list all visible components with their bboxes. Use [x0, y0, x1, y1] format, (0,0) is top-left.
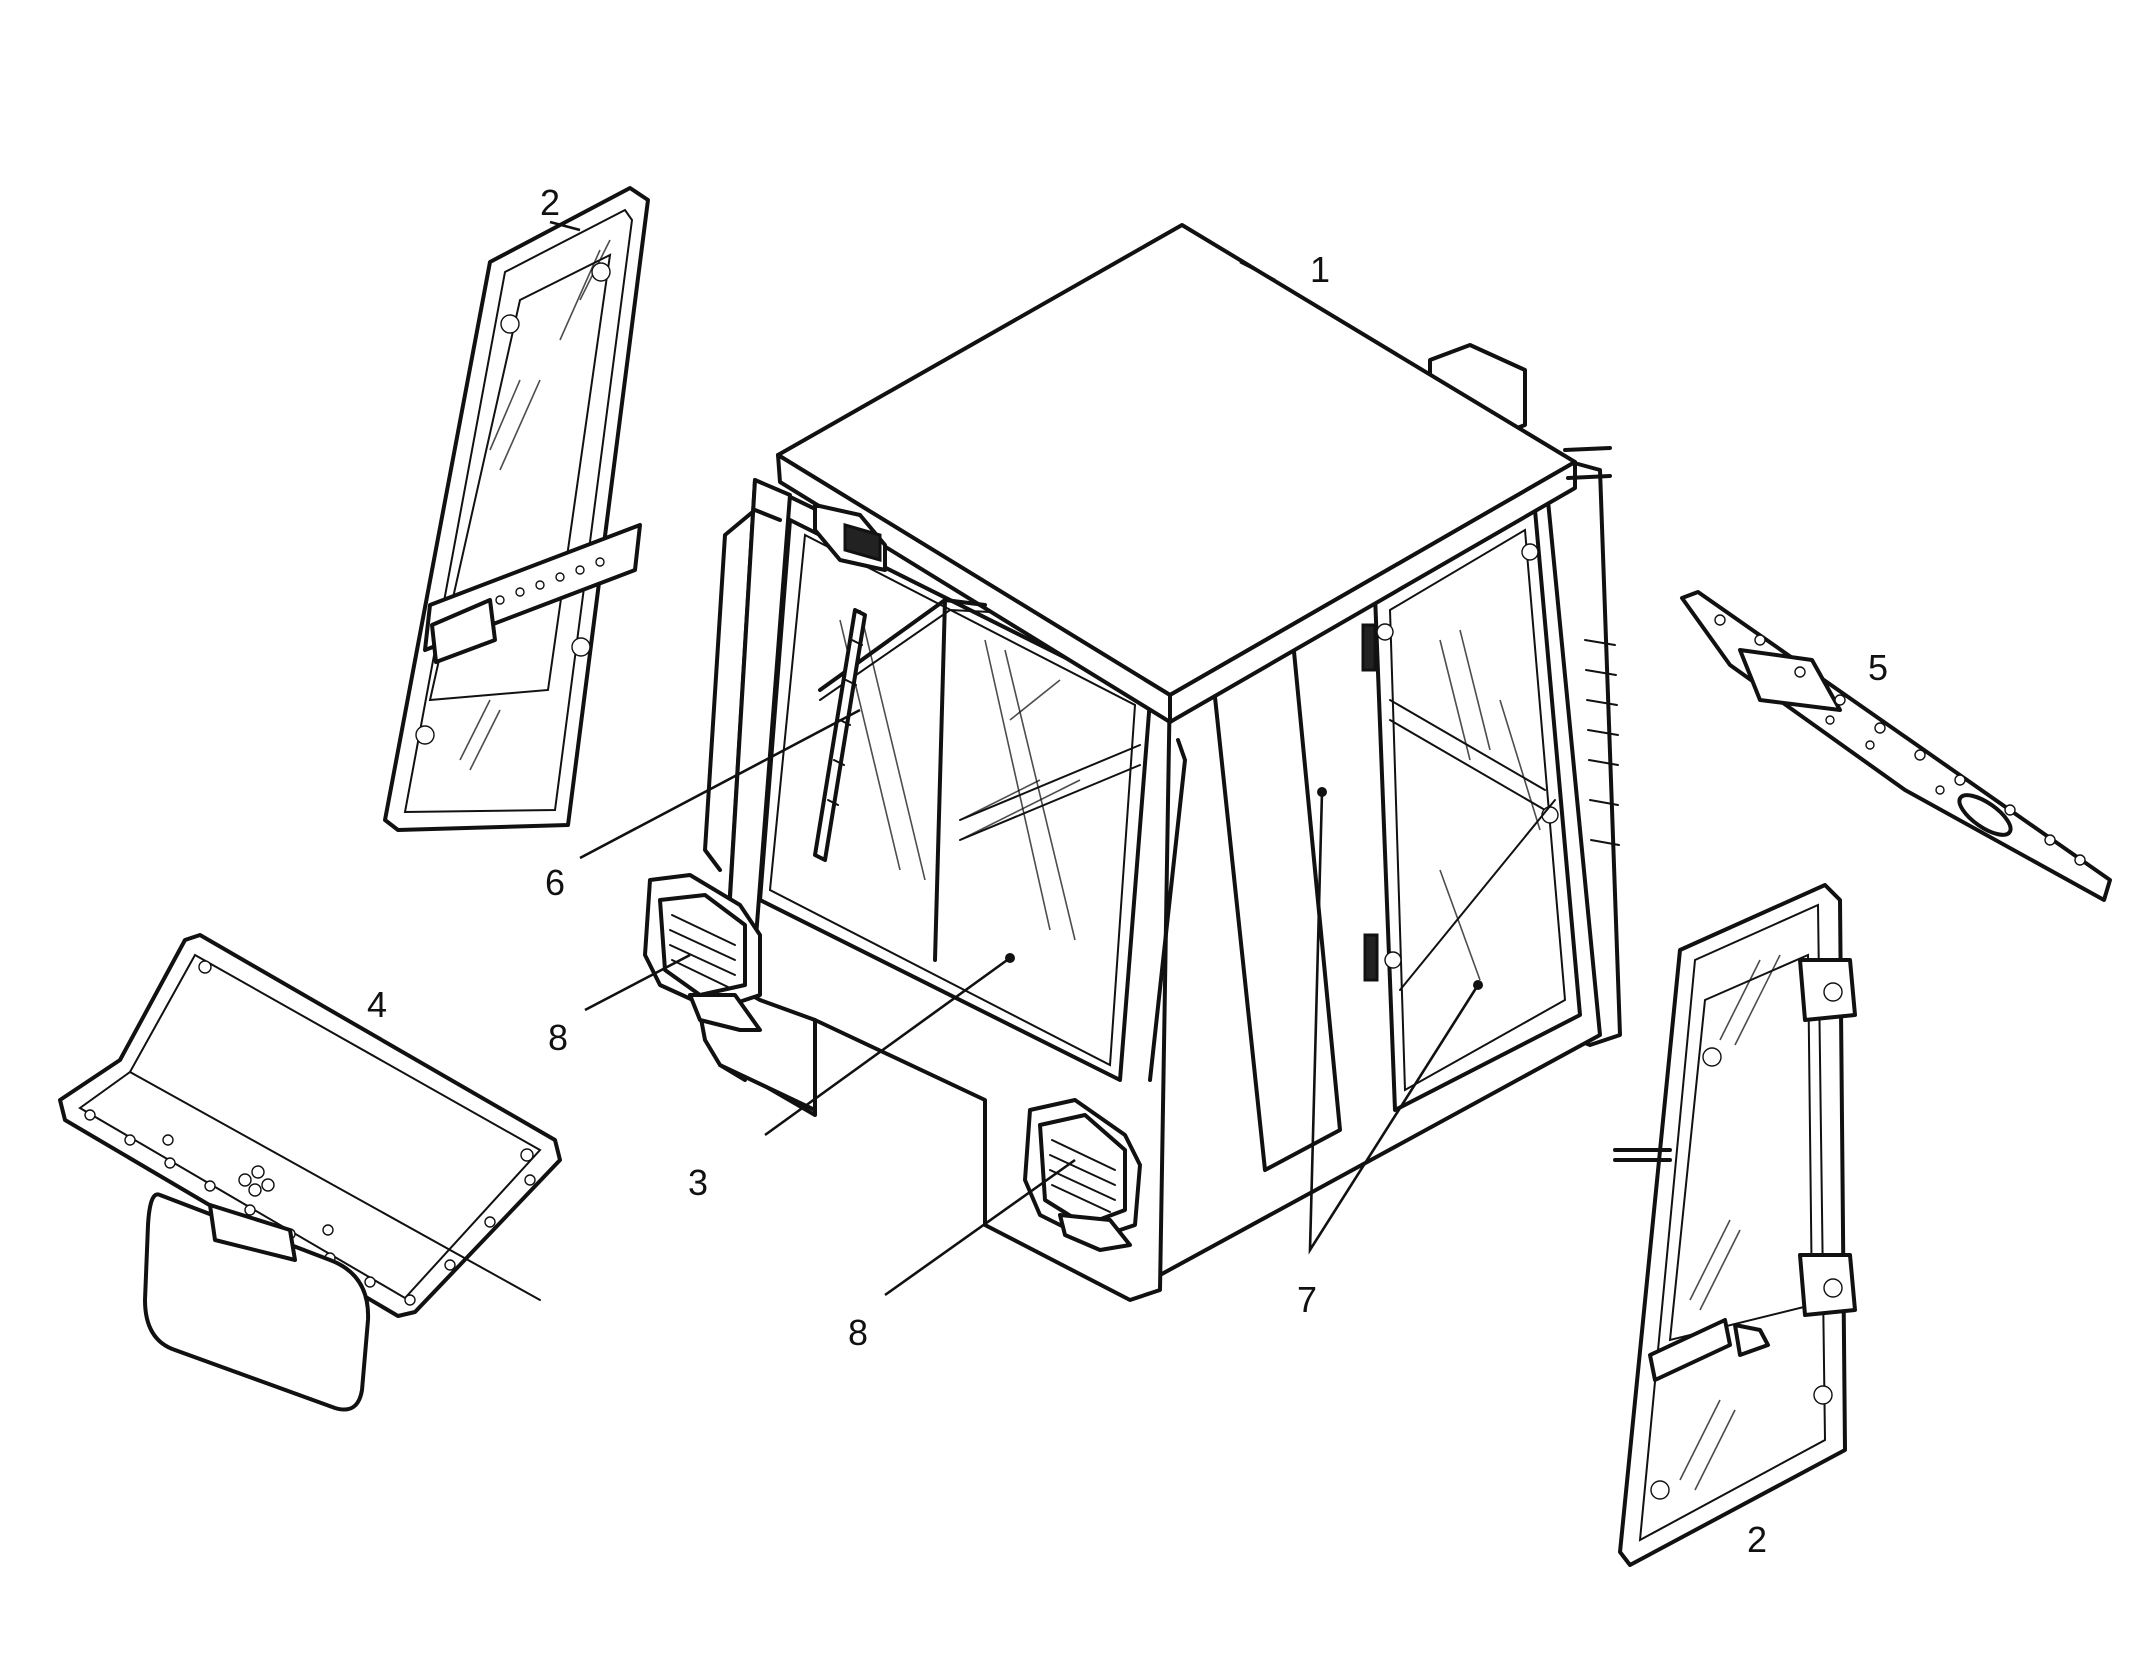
wiper-blade — [813, 608, 867, 862]
leader-8a — [584, 953, 691, 1012]
seal-strip-texture — [1714, 614, 2086, 866]
work-light-right-grille — [1049, 1139, 1116, 1213]
door-glass-reflections — [1439, 629, 1541, 981]
cab-side-door-inner — [1388, 528, 1567, 1092]
side-window-left-handle — [430, 598, 497, 664]
leader-6 — [579, 708, 861, 860]
leader-2a — [549, 220, 581, 232]
callout-5: 5 — [1868, 647, 1888, 688]
leader-1 — [1239, 260, 1276, 282]
callout-2-top: 2 — [540, 182, 560, 223]
rear-view-mirror-bracket — [208, 1203, 297, 1262]
seal-strip-body — [1680, 590, 2112, 902]
visor-tray-body — [58, 933, 562, 1318]
work-light-right-bracket — [1058, 1213, 1132, 1252]
seal-strip-tab — [1738, 648, 1842, 712]
leader-8b — [884, 1158, 1076, 1297]
callout-1: 1 — [1310, 249, 1330, 290]
door-strut — [1399, 799, 1556, 991]
callout-2-bottom: 2 — [1747, 1519, 1767, 1560]
leader-lines — [549, 220, 1483, 1297]
side-window-right-latch-knob — [1733, 1323, 1770, 1357]
seal-strip — [1680, 590, 2112, 902]
side-window-right-inner — [1638, 903, 1827, 1542]
visor-tray-screws — [162, 960, 534, 1236]
cab-right-handle — [1148, 738, 1187, 1082]
visor-tray-inner — [78, 953, 542, 1300]
cab-body — [688, 223, 1622, 1302]
windshield-frame — [758, 518, 1152, 1082]
side-window-left-screws — [415, 262, 611, 745]
rear-view-mirror — [143, 1192, 371, 1412]
side-window-right-screws — [1650, 1047, 1833, 1500]
work-light-left-grille — [669, 914, 736, 989]
work-light-left — [643, 873, 762, 1032]
work-light-left-bracket — [688, 993, 762, 1032]
side-window-left-latch-speckle — [495, 557, 605, 605]
side-window-right — [1613, 883, 1857, 1567]
windshield-inner-frame — [768, 533, 1137, 1067]
callout-6: 6 — [545, 862, 565, 903]
cab-interior-bars — [959, 619, 1546, 841]
seal-strip-hole — [1957, 793, 2013, 837]
side-window-left-inner — [403, 208, 634, 814]
leader-7 — [1308, 791, 1480, 1255]
wiper-arm-edge — [819, 608, 991, 701]
roof-stub-1 — [1563, 446, 1612, 452]
side-window-right-latch — [1648, 1318, 1732, 1382]
roof-stub-2 — [1566, 474, 1612, 480]
side-window-right-reflections — [1679, 954, 1781, 1491]
side-window-left — [383, 186, 650, 832]
side-window-left-glass — [428, 253, 612, 702]
windshield-wiper — [813, 598, 991, 862]
callout-4: 4 — [367, 984, 387, 1025]
leader-3 — [764, 956, 1011, 1137]
wiper-arm — [818, 598, 987, 692]
callout-3: 3 — [688, 1162, 708, 1203]
visor-tray — [58, 933, 562, 1412]
visor-tray-fold — [129, 1071, 541, 1301]
door-hinges — [1361, 543, 1559, 982]
work-light-right — [1023, 1098, 1142, 1252]
work-light-front-top — [813, 503, 887, 572]
cab-roof-side-edge — [1168, 460, 1577, 724]
side-window-right-frame — [1618, 883, 1847, 1567]
callout-7: 7 — [1297, 1279, 1317, 1320]
side-window-left-frame — [383, 186, 650, 832]
cab-rear-ribs — [1584, 639, 1620, 846]
mirror-mount-bolts — [238, 1165, 275, 1197]
windshield-divider — [933, 598, 947, 962]
callout-labels: 1 2 2 3 4 5 6 7 8 8 — [367, 182, 1888, 1560]
cab-grab-handle — [703, 508, 782, 872]
callout-8-right: 8 — [848, 1312, 868, 1353]
callout-8-left: 8 — [548, 1017, 568, 1058]
